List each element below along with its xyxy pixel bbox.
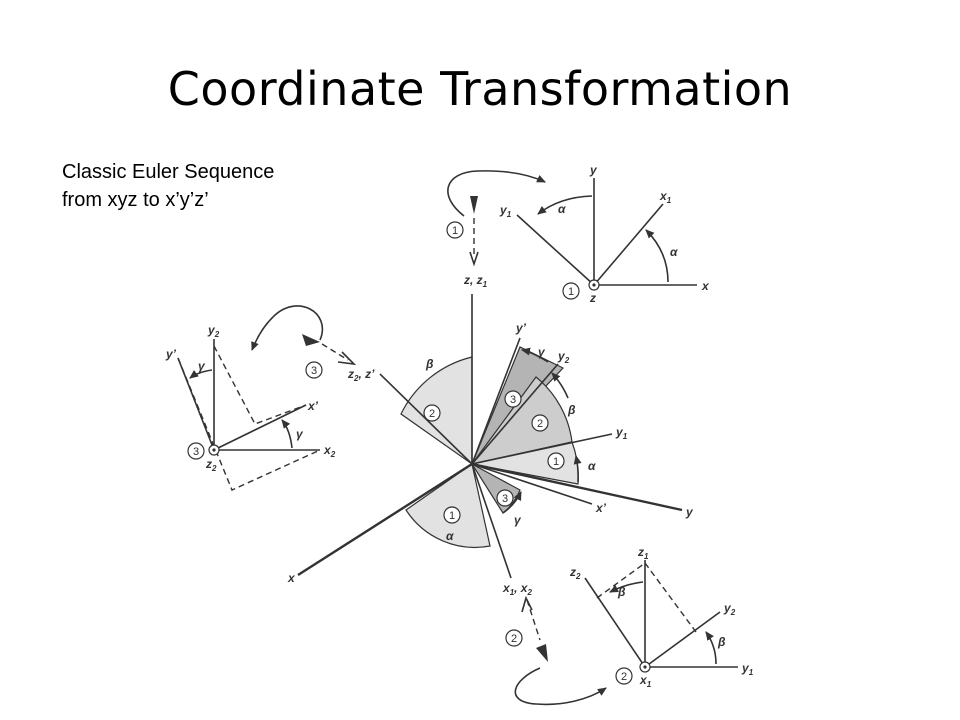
step-marker-main-3a: 3 [504,390,522,408]
br-step-marker: 2 [615,667,633,685]
tl-arc-gamma-right [281,419,293,449]
br-label-x1: x1 [639,673,652,689]
tl-axis-y-prime [177,357,215,451]
arc-arrow-alpha-right [573,455,582,483]
step2-rotation-arrow: 2 [505,595,607,706]
step-marker-main-1b: 1 [443,506,461,524]
tl-dashed-box-bottom [177,357,321,491]
tl-arc-gamma-top [189,369,213,379]
tr-label-y: y [589,163,598,177]
svg-text:2: 2 [621,671,627,683]
label-main-x-prime: x’ [595,501,607,515]
axis-y [471,462,683,512]
label-main-z2-z-prime: z2, z’ [347,367,375,383]
angle-main-beta-z: β [425,357,434,371]
step3-rotation-arrow: 3 [251,305,357,379]
step-marker-main-1a: 1 [547,452,565,470]
tl-angle-gamma-right: γ [296,427,304,441]
tr-label-x: x [701,279,710,293]
label-main-y2: y2 [557,349,570,365]
tl-step-marker: 3 [187,442,205,460]
sector-beta-y [470,376,573,465]
br-dashed-box-right [644,562,697,633]
svg-text:1: 1 [553,456,559,468]
step-marker-main-2a: 2 [423,404,441,422]
caption-line-1: Classic Euler Sequence [62,161,275,183]
angle-main-alpha-x: α [446,529,454,543]
angle-main-alpha-y: α [588,459,596,473]
br-angle-beta-right: β [717,635,726,649]
tr-label-y1: y1 [499,203,512,219]
axis-y-prime [471,337,521,465]
axis-y1 [471,433,613,465]
angle-main-gamma-lower: γ [514,513,522,527]
tr-step-marker: 1 [562,282,580,300]
br-label-y2: y2 [723,601,736,617]
step3-diagram: y2 y’ x’ x2 z2 γ γ 3 [165,323,336,491]
svg-text:1: 1 [452,225,458,237]
tr-arc-alpha-top [537,195,593,215]
label-main-x1-x2: x1, x2 [502,581,532,597]
label-main-z: z, z1 [463,273,488,289]
br-label-y1: y1 [741,661,754,677]
tl-axis-x-prime [213,404,307,451]
svg-text:3: 3 [193,446,199,458]
tr-axis-y1 [516,214,595,286]
svg-text:1: 1 [568,286,574,298]
caption-line-2: from xyz to x’y’z’ [62,189,209,211]
slide-title: Coordinate Transformation [167,62,793,116]
label-main-x: x [287,571,296,585]
tr-label-x1: x1 [659,189,672,205]
svg-text:3: 3 [311,365,317,377]
arc-arrow-beta-upper [551,372,569,399]
label-main-y-prime: y’ [515,321,527,335]
step-marker-main-3b: 3 [496,489,514,507]
angle-main-beta-y: β [567,403,576,417]
tr-label-z: z [589,291,596,305]
tl-label-x2: x2 [323,443,336,459]
svg-text:2: 2 [511,633,517,645]
svg-text:3: 3 [502,493,508,505]
axis-x-prime [471,463,593,505]
br-label-z2: z2 [569,565,581,581]
tl-label-y2: y2 [207,323,220,339]
step1-diagram: y x y1 x1 z α α 1 [499,163,710,305]
svg-text:2: 2 [537,418,543,430]
svg-text:2: 2 [429,408,435,420]
svg-text:3: 3 [510,394,516,406]
br-arc-beta-right [705,631,717,665]
tl-label-z2: z2 [205,457,217,473]
br-axis-z2 [584,577,646,668]
tl-label-y-prime: y’ [165,347,177,361]
tl-dashed-box-top [213,345,307,425]
arc-arrow-gamma-lower [502,491,522,514]
axis-x1-x2 [471,463,512,579]
tr-angle-alpha-top: α [558,202,566,216]
label-main-y: y [685,505,694,519]
sector-alpha-x [405,462,491,549]
tl-label-x-prime: x’ [307,399,319,413]
angle-main-gamma-upper: γ [538,345,546,359]
main-diagram: 2 3 2 1 3 1 z, z1 y x y’ y2 y1 x’ z2, z’ [287,273,694,597]
br-angle-beta-top: β [617,585,626,599]
step2-diagram: z1 z2 y2 y1 x1 β β 2 [569,545,754,689]
axis-x [297,462,473,577]
tr-arc-alpha-right [645,229,669,283]
br-axis-y2 [644,611,721,668]
tl-angle-gamma-top: γ [198,359,206,373]
axis-y2 [471,363,559,465]
step-marker-main-2b: 2 [531,414,549,432]
br-arc-beta-top [609,581,644,593]
arc-arrow-gamma-upper [521,347,549,363]
label-main-y1: y1 [615,425,628,441]
svg-text:1: 1 [449,510,455,522]
diagram-caption: Classic Euler Sequence from xyz to x’y’z… [62,158,274,214]
step1-rotation-arrow: 1 [446,170,546,267]
tr-axis-x1 [593,203,664,286]
tr-angle-alpha-right: α [670,245,678,259]
br-label-z1: z1 [637,545,649,561]
